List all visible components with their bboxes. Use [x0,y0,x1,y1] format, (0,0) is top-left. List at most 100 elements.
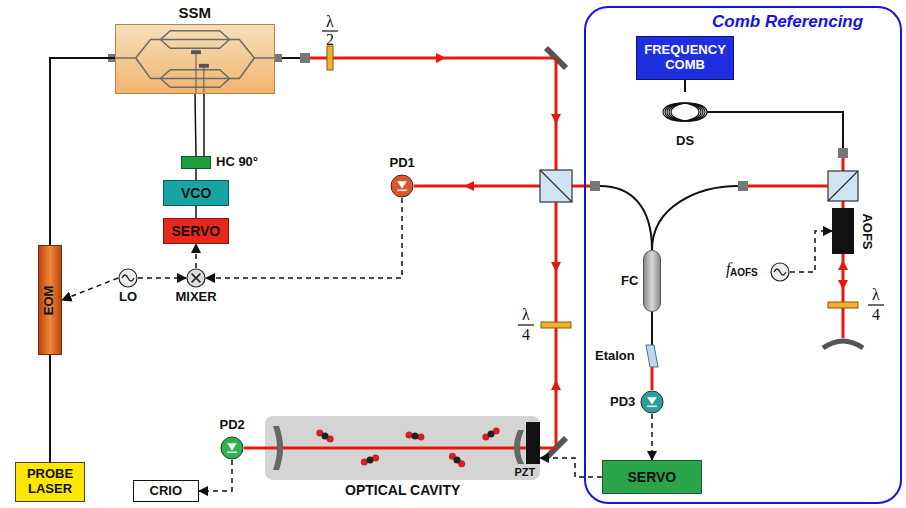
optical-fiber [684,80,686,92]
photodiode-triangle [227,443,237,450]
beam-splitter [828,171,858,201]
node-label: DS [676,134,694,149]
laser-beam [540,447,556,450]
osc-symbol [770,262,790,282]
node-label: PROBE LASER [21,467,79,497]
electrode [191,50,201,54]
wave-plate-label: λ [872,287,880,303]
fiber-collimator [738,181,748,191]
signal-line [206,198,402,278]
fraction-bar [518,324,534,325]
fiber-coupler: FC [643,250,661,312]
node-label: OPTICAL CAVITY [345,482,460,498]
frequency-comb-box: FREQUENCY COMB [636,36,734,80]
etalon-plate [646,345,658,367]
signal-line [790,231,832,272]
pd-symbol [390,174,414,198]
electrode [199,64,209,68]
optical-fiber [600,186,652,250]
oxygen-atom [417,434,424,441]
aofs-crystal: AOFS [832,208,854,254]
osc-symbol [118,268,138,288]
pd-symbol [640,390,664,414]
modulator-box: SSM [115,24,275,94]
hybrid-coupler: HC 90° [181,156,211,169]
servo-box: SERVO [163,218,229,244]
fiber-spool: DS [660,92,710,132]
node-label: FC [621,274,638,289]
optical-fiber [49,355,51,462]
waveguide [160,70,229,87]
signal-line [62,278,118,300]
mixer-symbol: MIXER [186,268,206,288]
beam-arrowhead [838,260,848,270]
quarter-wave-plate [541,322,571,328]
crio-box: CRIO [133,480,199,502]
beam-arrowhead [551,262,561,272]
mixer-cross [192,274,201,283]
mixer-symbol [186,268,206,288]
oxygen-atom [406,431,413,438]
photodiode-bar [647,406,657,408]
vco-box: VCO [163,180,229,206]
laser-beam [310,57,556,60]
wave-plate-label: 4 [522,327,530,343]
carbon-atom [322,433,329,440]
photodiode: PD2 [220,436,244,460]
node-label: PD1 [390,156,415,171]
photodiode-triangle [397,181,407,188]
node-label: LO [119,290,137,305]
wave-plate-label: λ [522,307,530,323]
beam-arrowhead [436,53,446,63]
fiber-connector [275,54,282,62]
node-label: SERVO [172,223,221,239]
node-label: HC 90° [216,155,258,170]
fiber-collimator [838,148,848,158]
node-label: SSM [179,4,212,21]
wave-plate-label: 2 [326,32,334,48]
waveguide [136,58,255,78]
node-label: Etalon [595,349,635,364]
laser-beam [748,185,828,188]
half-wave-plate [327,46,333,70]
etalon: Etalon [640,345,664,367]
signal-wire [195,206,197,218]
electrode-wire [203,94,205,156]
carbon-atom [454,457,461,464]
cavity-mirror [273,426,283,470]
fiber-loop [667,103,703,121]
quarter-wave-plate [828,302,858,308]
photodiode-body [641,391,663,413]
ssm-symbol [116,25,274,93]
fiber-loop [669,103,705,121]
beam-arrowhead [464,181,474,191]
laser-box: PROBE LASER [15,462,85,502]
beam-arrowhead [838,280,848,290]
curved-mirror [823,341,863,348]
photodiode-body [221,437,243,459]
oscillator-symbol: fAOFS [770,262,790,282]
electrode-lead [203,68,204,93]
laser-beam [651,367,654,390]
node-label: f [726,260,730,278]
node-label: PD2 [220,418,245,433]
beam-splitter [540,170,572,202]
photodiode: PD3 [640,390,664,414]
signal-line [540,458,602,477]
beam-splitter-face [828,171,858,201]
mixer-circle [187,269,205,287]
servo-box: SERVO [602,460,702,494]
node-label: PD3 [610,395,635,410]
signal-line [651,414,653,460]
node-label: Comb Referencing [712,12,863,32]
cavity-symbol [265,416,540,480]
optical-fiber [50,58,115,245]
photodiode-bar [227,452,237,454]
pd-symbol [220,436,244,460]
node-label: PZT [515,466,536,479]
signal-wire [195,94,196,156]
laser-beam [572,185,590,188]
node-label: FREQUENCY COMB [642,43,728,73]
beam-arrowhead [551,380,561,390]
oscillator-symbol: LO [118,268,138,288]
